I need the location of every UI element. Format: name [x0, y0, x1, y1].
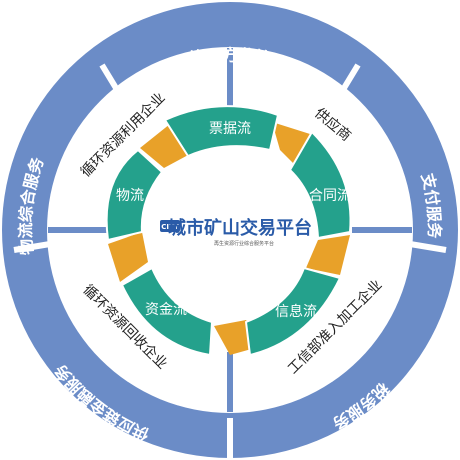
platform-subtitle: 再生资源行业综合服务平台: [214, 240, 274, 247]
outer-label-top: 第三方监管: [188, 45, 273, 68]
flow-label-left: 物流: [116, 188, 144, 204]
flow-label-top: 票据流: [209, 121, 251, 137]
flow-label-bottom-right: 信息流: [275, 303, 317, 320]
platform-title: 城市矿山交易平台: [168, 217, 312, 239]
logo-icon: [160, 220, 180, 232]
center-disc: [155, 157, 305, 307]
flow-segments: [105, 105, 352, 357]
outer-ring-dividers: [13, 63, 447, 458]
participant-dividers: [48, 48, 412, 412]
flow-label-right: 合同流: [309, 188, 351, 204]
flow-label-bottom-left: 资金流: [145, 302, 187, 318]
logo-mark-text: CITY: [161, 223, 180, 231]
center-logo: CITY 城市矿山交易平台 再生资源行业综合服务平台: [160, 217, 312, 247]
